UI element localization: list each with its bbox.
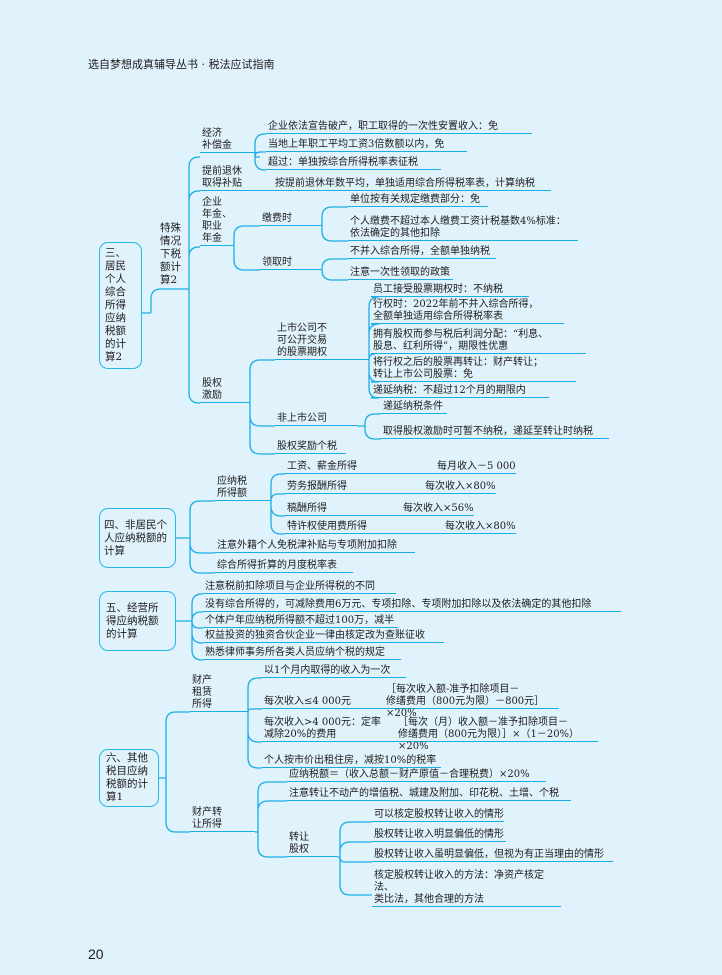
taxable-row: 稿酬所得 每次收入×56% xyxy=(285,503,474,516)
connector-11 xyxy=(176,593,203,661)
page-number: 20 xyxy=(88,946,104,962)
connector-10 xyxy=(270,473,285,535)
equity-transfer-node: 转让 股权 xyxy=(287,832,337,857)
annuity-receive-item: 注意一次性领取的政策 xyxy=(348,267,453,280)
equity-reward-node: 股权奖励个税 xyxy=(275,441,346,454)
early-retirement-node: 提前退休 取得补贴 xyxy=(200,166,275,191)
equity-transfer-item: 核定股权转让收入的方法：净资产核定法、 类比法，其他合理的方法 xyxy=(372,870,561,907)
lease-item: 以1个月内取得的收入为一次 xyxy=(262,665,406,678)
connector-6 xyxy=(249,359,275,455)
lease-formula: ［每次（月）收入额－准予扣除项目－ 修缮费用（800元为限）］×（1－20%）×… xyxy=(398,717,580,752)
connector-14 xyxy=(255,781,287,858)
equity-incentive-node: 股权 激励 xyxy=(200,378,250,403)
early-retirement-item: 按提前退休年数平均，单独适用综合所得税率表，计算纳税 xyxy=(273,178,551,191)
unlisted-node: 非上市公司 xyxy=(275,413,357,426)
income-type: 稿酬所得 xyxy=(287,503,327,514)
annuity-pay-item: 个人缴费不超过本人缴费工资计税基数4%标准： 依法确定的其他扣除 xyxy=(348,216,578,241)
connector-12 xyxy=(159,711,190,833)
listed-options-node: 上市公司不 可公开交易 的股票期权 xyxy=(275,323,369,360)
listed-item: 拥有股权而参与税后利润分配：“利息、 股息、红利所得”，期限性优惠 xyxy=(371,329,586,354)
transfer-item: 注意转让不动产的增值税、城建及附加、印花税、土增、个税 xyxy=(287,788,571,801)
taxable-income-node: 应纳税 所得额 xyxy=(215,476,271,501)
connector-1 xyxy=(186,156,200,404)
lease-income-node: 财产 租赁 所得 xyxy=(190,675,248,712)
connector-7 xyxy=(368,296,380,399)
transfer-item: 应纳税额＝（收入总额－财产原值－合理税费）×20% xyxy=(287,769,546,782)
s4-item: 注意外籍个人免税津补贴与专项附加扣除 xyxy=(215,540,415,553)
lease-formula: ［每次收入额-准予扣除项目－ 修缮费用（800元为限）－800元］×20% xyxy=(386,684,545,719)
equity-transfer-item: 可以核定股权转让收入的情形 xyxy=(372,809,504,822)
connector-15 xyxy=(337,821,372,896)
unlisted-item: 递延纳税条件 xyxy=(381,401,447,414)
unlisted-item: 取得股权激励时可暂不纳税，递延至转让时纳税 xyxy=(381,426,609,439)
property-transfer-node: 财产转 让所得 xyxy=(190,807,255,832)
running-header: 选自梦想成真辅导丛书 · 税法应试指南 xyxy=(88,58,275,71)
income-formula: 每次收入×80% xyxy=(445,521,516,532)
comp-item: 当地上年职工平均工资3倍数额以内，免 xyxy=(266,139,467,152)
listed-item: 员工接受股票期权时：不纳税 xyxy=(371,284,529,297)
s5-item: 个体户年应纳税所得额不超过100万，减半 xyxy=(203,615,398,628)
lease-condition: 每次收入≤4 000元 xyxy=(264,696,352,707)
connector-2 xyxy=(254,133,266,171)
connector-3 xyxy=(233,225,260,271)
annuity-pay-node: 缴费时 xyxy=(260,213,322,226)
connector-0 xyxy=(142,288,186,314)
lease-item: 个人按市价出租住房，减按10%的税率 xyxy=(262,755,441,768)
income-formula: 每月收入－5 000 xyxy=(437,461,516,472)
annuity-pay-item: 单位按有关规定缴费部分：免 xyxy=(348,194,488,207)
equity-transfer-item: 股权转让收入明显偏低的情形 xyxy=(372,829,506,842)
equity-transfer-item: 股权转让收入虽明显偏低，但视为有正当理由的情形 xyxy=(372,849,613,862)
taxable-row: 劳务报酬所得 每次收入×80% xyxy=(285,481,496,494)
lease-item: 每次收入>4 000元：定率 减除20%的费用 ［每次（月）收入额－准予扣除项目－… xyxy=(262,717,598,752)
section-5-box: 五、经营所 得应纳税额 的计算 xyxy=(99,591,176,651)
s5-item: 注意税前扣除项目与企业所得税的不同 xyxy=(203,581,396,594)
income-type: 劳务报酬所得 xyxy=(287,481,347,492)
section-6-box: 六、其他 税目应纳 税额的计 算1 xyxy=(99,749,159,807)
section-4-box: 四、非居民个 人应纳税额的 计算 xyxy=(99,508,176,568)
s5-item: 权益投资的独资合伙企业一律由核定改为查账征收 xyxy=(203,630,444,643)
s5-item: 熟悉律师事务所各类人员应纳个税的规定 xyxy=(203,647,401,660)
taxable-row: 工资、薪金所得 每月收入－5 000 xyxy=(285,461,516,474)
s4-item: 综合所得折算的月度税率表 xyxy=(215,560,353,573)
listed-item: 行权时：2022年前不并入综合所得， 全额单独适用综合所得税率表 xyxy=(371,299,564,324)
annuity-receive-item: 不并入综合所得，全额单独纳税 xyxy=(348,246,496,259)
listed-item: 递延纳税：不超过12个月的期限内 xyxy=(371,385,549,398)
connector-5 xyxy=(321,258,348,281)
special-cases-node: 特殊 情况 下税 额计 算2 xyxy=(160,222,181,286)
section-3-box: 三、 居民 个人 综合 所得 应纳 税额 的计 算2 xyxy=(99,242,142,369)
listed-item: 将行权之后的股票再转让：财产转让； 转让上市公司股票：免 xyxy=(371,357,576,382)
annuity-node: 企业 年金、 职业 年金 xyxy=(200,197,234,246)
connector-8 xyxy=(357,413,381,440)
income-formula: 每次收入×56% xyxy=(403,503,474,514)
connector-13 xyxy=(247,677,262,769)
lease-condition: 每次收入>4 000元：定率 减除20%的费用 xyxy=(264,717,382,740)
s5-item: 没有综合所得的，可减除费用6万元、专项扣除、专项附加扣除以及依法确定的其他扣除 xyxy=(203,599,621,612)
lease-item: 每次收入≤4 000元 ［每次收入额-准予扣除项目－ 修缮费用（800元为限）－8… xyxy=(262,684,559,719)
comp-item: 企业依法宣告破产，职工取得的一次性安置收入：免 xyxy=(266,121,532,134)
annuity-receive-node: 领取时 xyxy=(260,257,322,270)
connector-4 xyxy=(321,206,348,242)
economic-compensation-node: 经济 补偿金 xyxy=(200,128,260,153)
connector-9 xyxy=(176,500,215,574)
comp-item: 超过：单独按综合所得税率表征税 xyxy=(266,157,441,170)
taxable-row: 特许权使用费所得 每次收入×80% xyxy=(285,521,516,534)
income-formula: 每次收入×80% xyxy=(425,481,496,492)
income-type: 工资、薪金所得 xyxy=(287,461,357,472)
income-type: 特许权使用费所得 xyxy=(287,521,367,532)
